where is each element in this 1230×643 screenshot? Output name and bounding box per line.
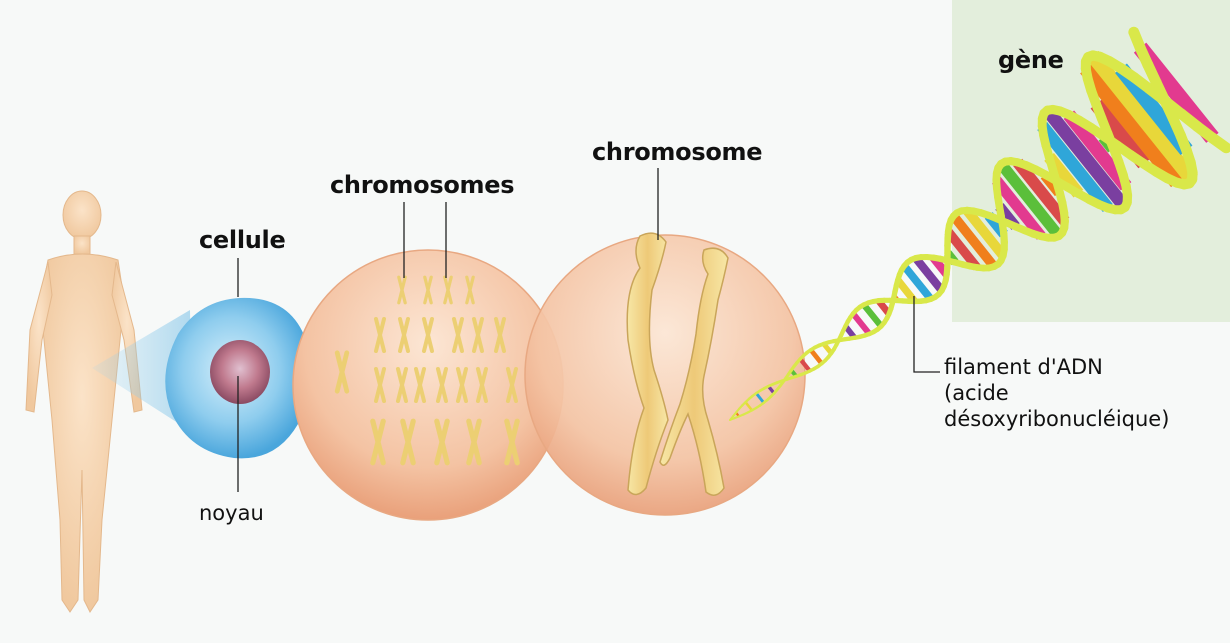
chromosome-zoom-circle	[524, 234, 806, 516]
chromosomes-label: chromosomes	[330, 171, 515, 199]
karyotype-chromosome	[374, 317, 386, 353]
dna-backbone-segment	[1128, 26, 1146, 54]
large-chromosome	[626, 232, 729, 496]
dna-base-pair	[1080, 64, 1183, 188]
dna-base-pair	[1013, 158, 1070, 225]
dna-helix	[729, 26, 1230, 421]
karyotype-chromosome	[370, 418, 386, 466]
karyotype-chromosome	[466, 418, 482, 466]
karyotype-chromosome	[398, 317, 410, 353]
karyotype-chromosome	[465, 275, 475, 305]
karyotype-chromosome	[494, 317, 506, 353]
dna-label-line-3: désoxyribonucléique)	[944, 407, 1170, 431]
karyotype-chromosome	[452, 317, 464, 353]
karyotype-chromosome	[400, 418, 416, 466]
karyotype-chromosome	[436, 367, 448, 403]
leader-lines	[237, 168, 940, 492]
dna-base-pair	[755, 392, 765, 404]
karyotype-chromosome	[423, 275, 433, 305]
nucleus	[210, 340, 270, 404]
dna-base-pair	[912, 255, 945, 294]
dna-base-pair	[1063, 110, 1132, 191]
dna-base-pair	[996, 160, 1064, 240]
karyotype-chromosome	[414, 367, 426, 403]
dna-base-pair	[992, 176, 1046, 240]
gene-label: gène	[998, 46, 1064, 74]
dna-base-pair	[1037, 122, 1113, 212]
karyotype-chromosome	[422, 317, 434, 353]
karyotype-chromosome	[397, 275, 407, 305]
dna-base-pair	[901, 263, 934, 302]
dna-label: filament d'ADN (acide désoxyribonucléiqu…	[944, 354, 1169, 432]
noyau-label: noyau	[199, 501, 264, 525]
dna-base-pair	[1042, 106, 1131, 212]
karyotype-chromosome	[434, 418, 450, 466]
dna-base-pair	[767, 385, 776, 395]
karyotype-chromosome	[443, 275, 453, 305]
dna-base-pair	[1087, 50, 1198, 185]
human-figure	[25, 190, 143, 613]
karyotype-chromosome	[506, 367, 518, 403]
dna-base-pair	[744, 401, 754, 412]
karyotype-chromosome	[456, 367, 468, 403]
karyotype	[334, 275, 520, 466]
dna-label-line-1: filament d'ADN	[944, 355, 1103, 379]
dna-base-pair	[808, 348, 824, 366]
dna-backbone-segment	[1206, 132, 1230, 154]
chromosome-label: chromosome	[592, 138, 763, 166]
dna-base-pair	[944, 228, 981, 271]
dna-base-pair	[949, 212, 998, 270]
dna-base-pair	[850, 311, 872, 336]
karyotype-chromosome	[504, 418, 520, 466]
dna-label-line-2: (acide	[944, 381, 1009, 405]
karyotype-chromosome	[476, 367, 488, 403]
karyotype-chromosome	[374, 367, 386, 403]
karyotype-chromosome	[396, 367, 408, 403]
zoom-cone	[92, 310, 192, 432]
dna-base-pair	[963, 207, 1007, 259]
dna-base-pair	[798, 357, 812, 373]
karyotype-chromosome	[472, 317, 484, 353]
cell	[165, 297, 313, 459]
karyotype-chromosome	[334, 350, 350, 394]
dna-base-pair	[861, 302, 884, 329]
cellule-label: cellule	[199, 226, 286, 254]
dna-base-pair	[894, 277, 918, 304]
